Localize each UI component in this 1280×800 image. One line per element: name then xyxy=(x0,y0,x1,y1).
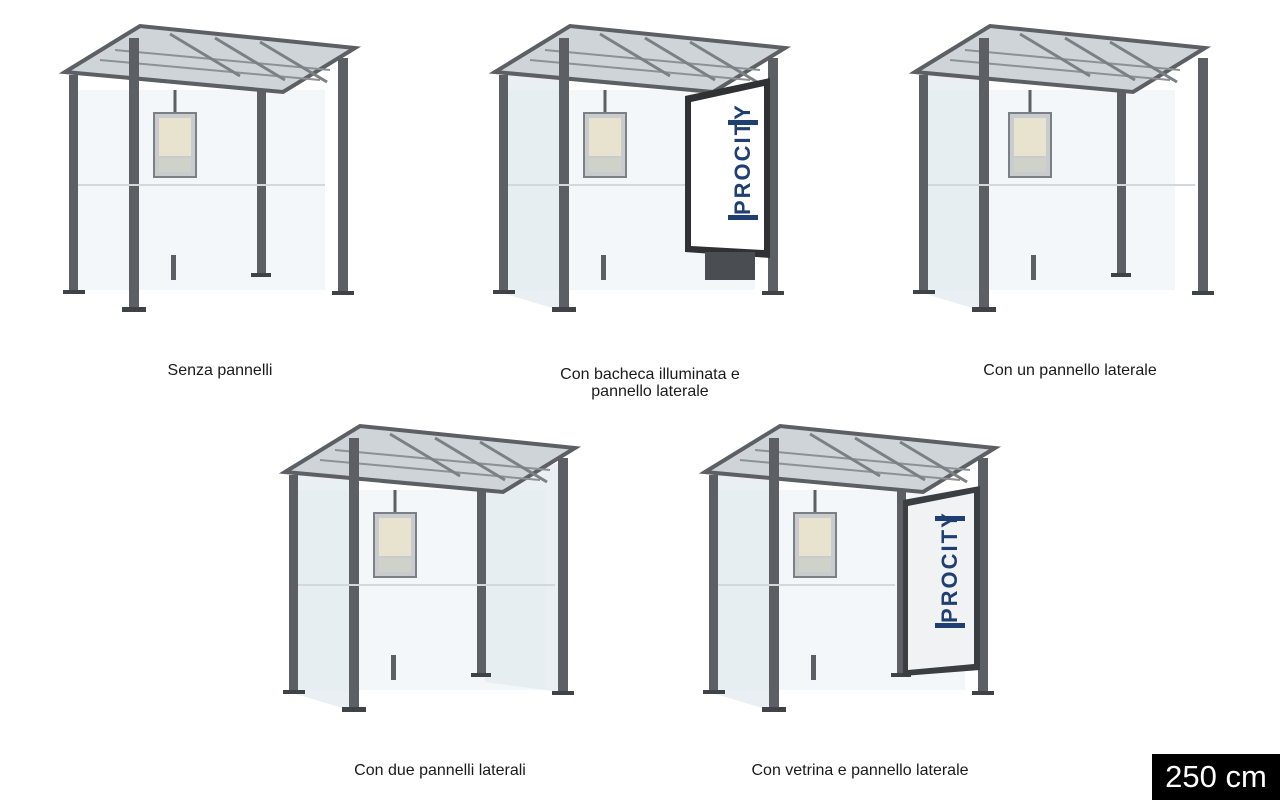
bus-shelter-illustration xyxy=(908,23,1214,312)
bus-shelter-illustration xyxy=(278,423,582,712)
bus-shelter-illustration xyxy=(698,423,1002,712)
variant-caption: Con bacheca illuminata e pannello latera… xyxy=(560,366,740,400)
variant-caption: Con vetrina e pannello laterale xyxy=(751,762,969,779)
variant-caption: Senza pannelli xyxy=(167,362,273,379)
procity-logo-text: PROCITY xyxy=(937,511,962,623)
procity-logo: PROCITY xyxy=(728,103,758,220)
shelter-variant-lit-board: Con bacheca illuminata e pannello latera… xyxy=(485,20,815,400)
shelter-variant-one-side-panel: Con un pannello laterale xyxy=(905,20,1235,385)
procity-logo-text: PROCITY xyxy=(730,103,755,215)
variant-caption: Con due pannelli laterali xyxy=(354,762,526,779)
shelter-variant-two-side-panels: Con due pannelli laterali xyxy=(275,420,605,785)
variant-caption: Con un pannello laterale xyxy=(983,362,1157,379)
shelter-variant-no-panels: Senza pannelli xyxy=(55,20,385,385)
bus-shelter-illustration xyxy=(488,23,792,312)
size-badge: 250 cm xyxy=(1152,754,1280,800)
procity-logo: PROCITY xyxy=(935,511,965,628)
shelter-variant-vitrine: Con vetrina e pannello laterale xyxy=(695,420,1025,785)
bus-shelter-illustration xyxy=(58,23,362,312)
